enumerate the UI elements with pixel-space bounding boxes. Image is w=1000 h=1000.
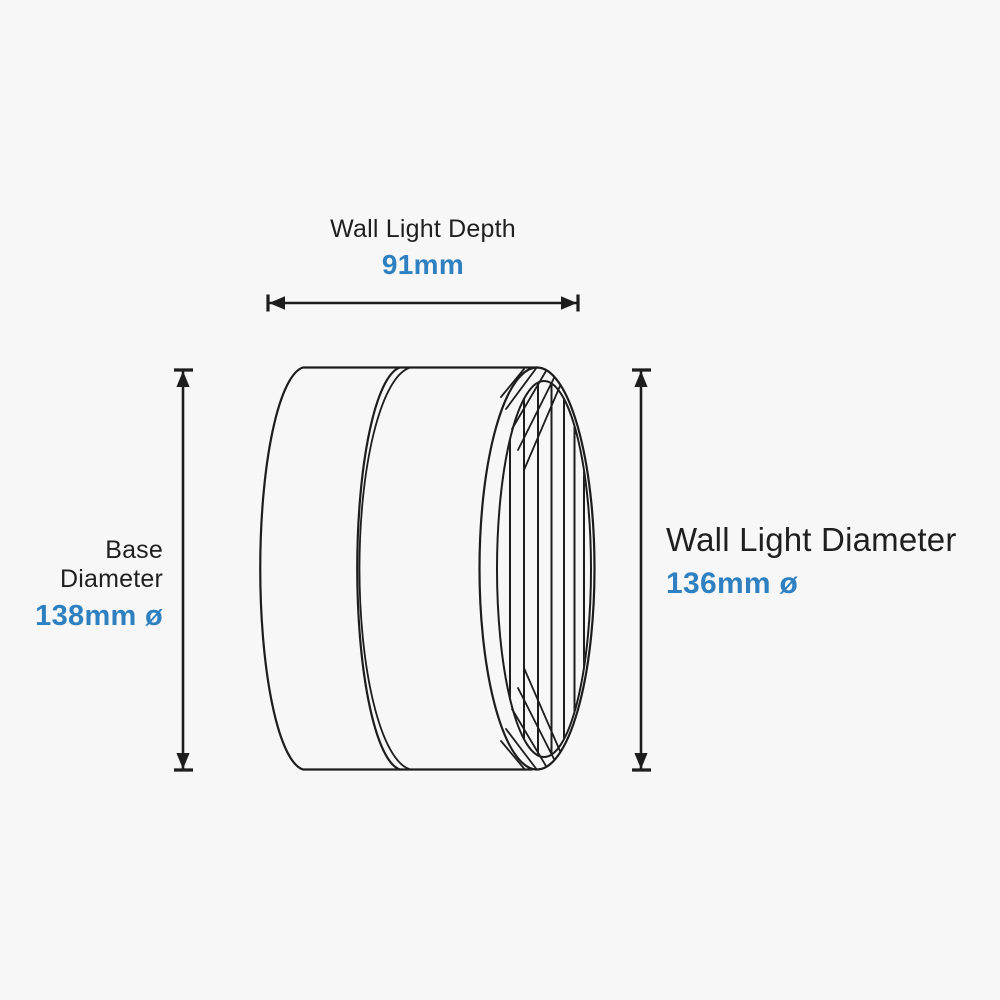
diameter-up-arrow-icon (634, 371, 648, 387)
diffuser-slats (509, 382, 585, 756)
depth-right-arrow-icon (561, 296, 577, 310)
depth-dimension-line (266, 294, 580, 312)
base-diameter-dimension-line (174, 368, 193, 772)
rim-hatching-bottom (500, 667, 561, 770)
base-diameter-title: Base Diameter (59, 536, 163, 593)
depth-value: 91mm (381, 248, 465, 280)
front-inner-rim (496, 380, 592, 758)
wall-light-drawing (259, 366, 596, 771)
wall-light-diameter-label: Wall Light Diameter 136mm ø (666, 521, 996, 601)
front-outer-rim (478, 366, 596, 771)
rim-hatching-top (500, 367, 561, 471)
depth-label: Wall Light Depth 91mm (223, 215, 623, 281)
base-diameter-value: 138mm ø (35, 599, 163, 632)
base-down-arrow-icon (176, 753, 190, 769)
wall-light-diameter-value: 136mm ø (666, 566, 799, 600)
wall-light-diameter-title: Wall Light Diameter (666, 521, 957, 558)
wall-light-diameter-dimension-line (632, 368, 651, 772)
diameter-down-arrow-icon (634, 753, 648, 769)
depth-left-arrow-icon (269, 296, 285, 310)
lamp-body-outline (259, 366, 539, 771)
base-front-arc-inner (358, 367, 410, 770)
base-up-arrow-icon (176, 371, 190, 387)
depth-title: Wall Light Depth (330, 215, 516, 243)
base-diameter-label: Base Diameter 138mm ø (0, 536, 163, 633)
base-front-arc (356, 366, 402, 771)
